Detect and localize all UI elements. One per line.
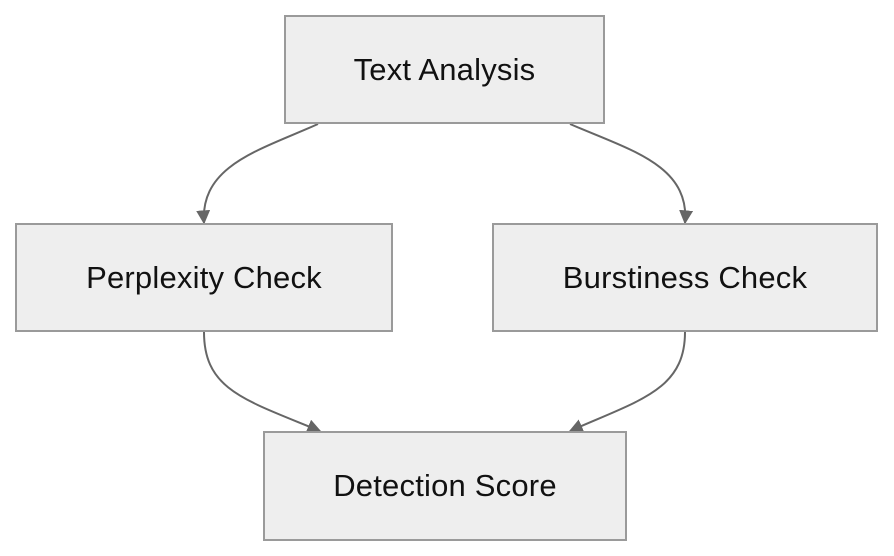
node-label-detection-score: Detection Score <box>333 468 557 503</box>
node-perplexity-check: Perplexity Check <box>15 223 393 332</box>
node-label-perplexity-check: Perplexity Check <box>86 259 322 295</box>
edge-text-analysis-to-burstiness-check <box>569 123 694 225</box>
edge-perplexity-check-to-detection-score <box>203 331 322 433</box>
node-label-text-analysis: Text Analysis <box>353 51 536 87</box>
node-label-burstiness-check: Burstiness Check <box>562 259 808 295</box>
node-detection-score: Detection Score <box>263 431 627 541</box>
edge-burstiness-check-to-detection-score <box>568 331 686 433</box>
node-burstiness-check: Burstiness Check <box>492 223 878 332</box>
edge-text-analysis-to-perplexity-check <box>196 123 319 225</box>
node-text-analysis: Text Analysis <box>284 15 605 124</box>
